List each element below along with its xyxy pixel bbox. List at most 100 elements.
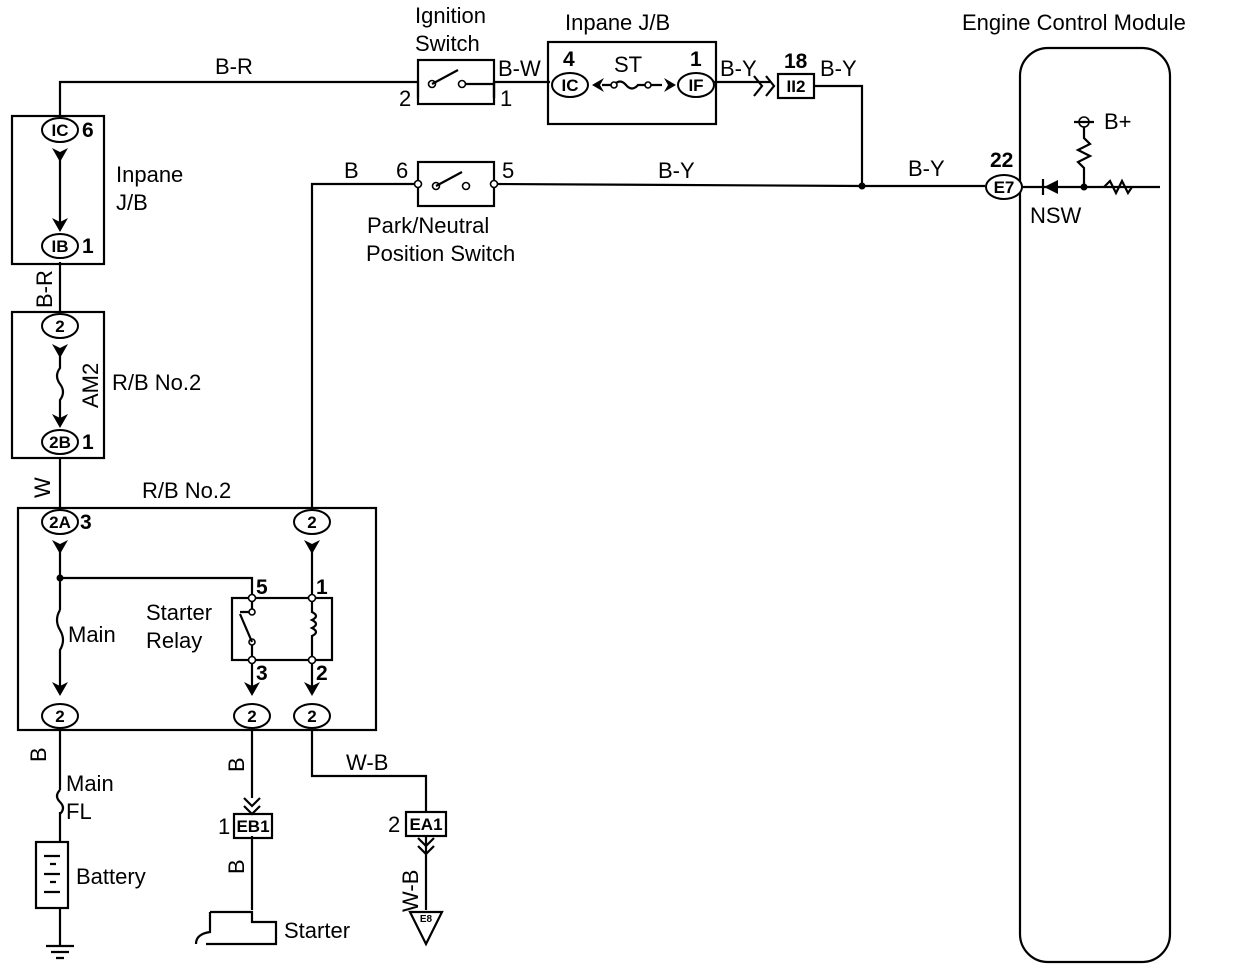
- rb-no2-fuse: 2 2B 1 AM2 R/B No.2: [10, 310, 201, 460]
- starter-label: Starter: [284, 918, 350, 943]
- am2-arrow-down: [52, 414, 68, 428]
- connector-ic-left-num: 6: [82, 119, 94, 142]
- connector-2-top: [41, 313, 79, 339]
- pnp-pin-6-dot: [413, 179, 423, 189]
- fuse-main-label: Main: [68, 622, 116, 647]
- inpane-jb-left-box: [10, 114, 106, 266]
- wire-label-b-switch: B: [344, 158, 359, 183]
- main-fl: Main FL: [55, 771, 114, 824]
- wire-label-wb-vertical: W-B: [398, 870, 423, 912]
- wire-label-by-ecm: B-Y: [908, 156, 945, 181]
- connector-ic-left: [41, 117, 79, 143]
- connector-2-bottom-mid-label: 2: [247, 707, 256, 726]
- connector-ic-top: [551, 72, 589, 98]
- ecm-title: Engine Control Module: [962, 10, 1186, 35]
- wire-label-br-vertical: B-R: [32, 270, 57, 308]
- ecm-connector-e7-label: E7: [994, 178, 1015, 197]
- pnp-pin-left: 6: [396, 158, 408, 183]
- connector-ii2: II2 18: [753, 50, 816, 100]
- starter-relay-title-2: Relay: [146, 628, 202, 653]
- connector-if: [677, 72, 715, 98]
- relay-pin-5-dot: [247, 593, 257, 603]
- wire-by-after-connector: [814, 84, 864, 186]
- battery: Battery: [34, 840, 146, 910]
- starter-body-icon: [206, 910, 278, 946]
- pnp-title-1: Park/Neutral: [367, 213, 489, 238]
- wire-label-by-switch: B-Y: [658, 158, 695, 183]
- wire-wb-horizontal: [310, 730, 428, 812]
- ground-battery-icon: [46, 944, 74, 960]
- wires: [58, 80, 985, 946]
- connector-2-relay-top-label: 2: [307, 513, 316, 532]
- connector-ib-num: 1: [82, 235, 94, 258]
- engine-control-module: Engine Control Module E7 22 NSW B+: [962, 10, 1186, 964]
- wire-label-by-jb: B-Y: [720, 56, 757, 81]
- connector-2a-label: 2A: [49, 513, 71, 532]
- eb1-label: EB1: [236, 817, 269, 836]
- relay-pin-3-dot: [247, 655, 257, 665]
- rb-no2-relay-box: [16, 506, 378, 732]
- rb-no2-relay-label: R/B No.2: [142, 478, 231, 503]
- ignition-contact-right: [457, 79, 467, 89]
- ignition-pin-left: 2: [399, 86, 411, 111]
- inpane-jb-left: IC 6 IB 1 Inpane J/B: [10, 114, 183, 266]
- ea1-num: 2: [388, 812, 400, 837]
- connector-ic-left-label: IC: [52, 121, 69, 140]
- pnp-pin-5-dot: [489, 179, 499, 189]
- connector-ic-top-num: 4: [563, 48, 575, 71]
- wire-label-br-top: B-R: [215, 54, 253, 79]
- wire-br-top: [58, 80, 420, 118]
- junction-dot: [858, 182, 866, 190]
- relay-pin-2: 2: [316, 662, 328, 685]
- wire-by-switch: [493, 182, 985, 188]
- ii2-arrow-1: [753, 75, 764, 97]
- ecm-bplus-label: B+: [1104, 109, 1132, 134]
- relay-pin-5: 5: [256, 576, 268, 599]
- connector-2b-label: 2B: [49, 433, 71, 452]
- connector-ea1: EA1 2: [388, 810, 448, 856]
- rb-no2-fuse-box: [10, 310, 106, 460]
- connector-2-bottom-left-label: 2: [55, 707, 64, 726]
- wire-label-w: W: [30, 477, 55, 498]
- ecm-terminal-nsw: NSW: [1030, 203, 1082, 228]
- connector-ib-label: IB: [52, 237, 69, 256]
- ignition-switch-title-2: Switch: [415, 31, 480, 56]
- connector-if-label: IF: [688, 76, 703, 95]
- starter-relay-box: [230, 596, 334, 662]
- ecm-diode-icon: [1044, 180, 1058, 194]
- relay-contact-dot-upper: [248, 608, 256, 616]
- wire-label-b-starter-2: B: [224, 859, 249, 874]
- battery-box: [34, 840, 70, 910]
- relay-block-wire-to-pin5: [60, 576, 254, 598]
- relay-contact-blade: [238, 613, 254, 643]
- wire-label-b-starter-1: B: [224, 757, 249, 772]
- ea1-label: EA1: [409, 815, 442, 834]
- wire-b-switch: [310, 182, 418, 510]
- relay-pin-3: 3: [256, 662, 268, 685]
- fuse-am2-icon: [55, 350, 65, 420]
- fuse-st-contact-right: [644, 81, 652, 89]
- fuse-st-label: ST: [614, 52, 642, 77]
- battery-label: Battery: [76, 864, 146, 889]
- connector-2a: [41, 509, 79, 535]
- ground-e8-icon: [408, 910, 444, 947]
- battery-icon: [44, 854, 60, 894]
- connector-2-top-label: 2: [55, 317, 64, 336]
- eb1-arrows: [243, 797, 261, 816]
- connector-ic-top-label: IC: [562, 76, 579, 95]
- ii2-arrow-2: [765, 75, 776, 97]
- relay-block-arrow-bottom-left: [52, 682, 68, 696]
- connector-2a-num: 3: [80, 511, 92, 534]
- ignition-switch: Ignition Switch 2 1: [399, 3, 512, 111]
- jb-arrow-right: [664, 78, 676, 92]
- ii2-box: [776, 72, 816, 100]
- main-fl-title-1: Main: [66, 771, 114, 796]
- ignition-pin-right: 1: [500, 86, 512, 111]
- connector-2-bottom-left: [41, 703, 79, 729]
- inpane-jb-left-title-1: Inpane: [116, 162, 183, 187]
- connector-2-bottom-mid: [233, 703, 271, 729]
- relay-pin-1: 1: [316, 576, 328, 599]
- relay-pin-1-dot: [307, 593, 317, 603]
- ecm-resistor-series-icon: [1103, 178, 1133, 196]
- inpane-jb-top-box: [546, 40, 718, 126]
